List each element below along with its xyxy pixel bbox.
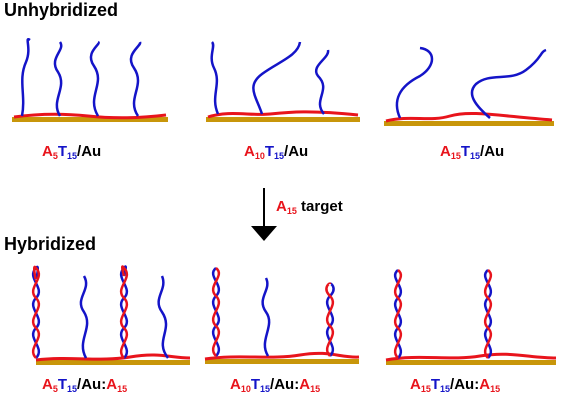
t15-strand [79, 275, 89, 359]
gold-surface [205, 359, 359, 364]
t15-strand [210, 41, 220, 115]
gold-surface [384, 121, 554, 126]
t15-strand [470, 48, 547, 119]
duplex [325, 282, 335, 357]
panel-a15t15-hybridized [385, 269, 557, 365]
caption-a15t15-au: A15T15/Au [440, 143, 505, 161]
a5-anchor-strand [35, 353, 191, 362]
gold-surface [386, 360, 556, 365]
t15-strand [314, 49, 330, 115]
t15-strand [395, 46, 434, 119]
caption-a5t15-au-a15: A5T15/Au:A15 [42, 376, 128, 394]
duplex [119, 265, 129, 359]
t15-strand [157, 275, 170, 359]
caption-a10t15-au: A10T15/Au [244, 143, 309, 161]
panel-a10t15-unhybridized [206, 41, 360, 122]
reaction-arrow [251, 188, 277, 241]
t15-strand [20, 37, 31, 117]
t15-strand [89, 40, 100, 117]
a15-anchor-strand [385, 352, 557, 362]
gold-surface [12, 117, 168, 122]
a10-anchor-strand [204, 351, 360, 361]
t15-strand [261, 277, 271, 357]
panel-a5t15-unhybridized [12, 37, 168, 122]
duplex [483, 269, 493, 359]
unhybridized-heading: Unhybridized [4, 0, 119, 20]
a10-anchor-strand [207, 110, 359, 119]
duplex [393, 269, 403, 359]
arrow-label: A15 target [276, 198, 343, 216]
panel-a15t15-unhybridized [384, 46, 554, 126]
duplex [31, 265, 41, 359]
panel-a10t15-hybridized [204, 267, 360, 364]
caption-a10t15-au-a15: A10T15/Au:A15 [230, 376, 321, 394]
a5-anchor-strand [13, 112, 167, 120]
caption-a5t15-au: A5T15/Au [42, 143, 102, 161]
caption-a15t15-au-a15: A15T15/Au:A15 [410, 376, 501, 394]
panel-a5t15-hybridized [31, 265, 191, 365]
gold-surface [36, 360, 190, 365]
a15-anchor-strand [385, 111, 553, 123]
duplex [211, 267, 221, 357]
hybridized-heading: Hybridized [4, 234, 97, 254]
t15-strand [129, 41, 142, 117]
t15-strand [252, 41, 302, 115]
t15-strand [53, 41, 63, 117]
gold-surface [206, 117, 360, 122]
